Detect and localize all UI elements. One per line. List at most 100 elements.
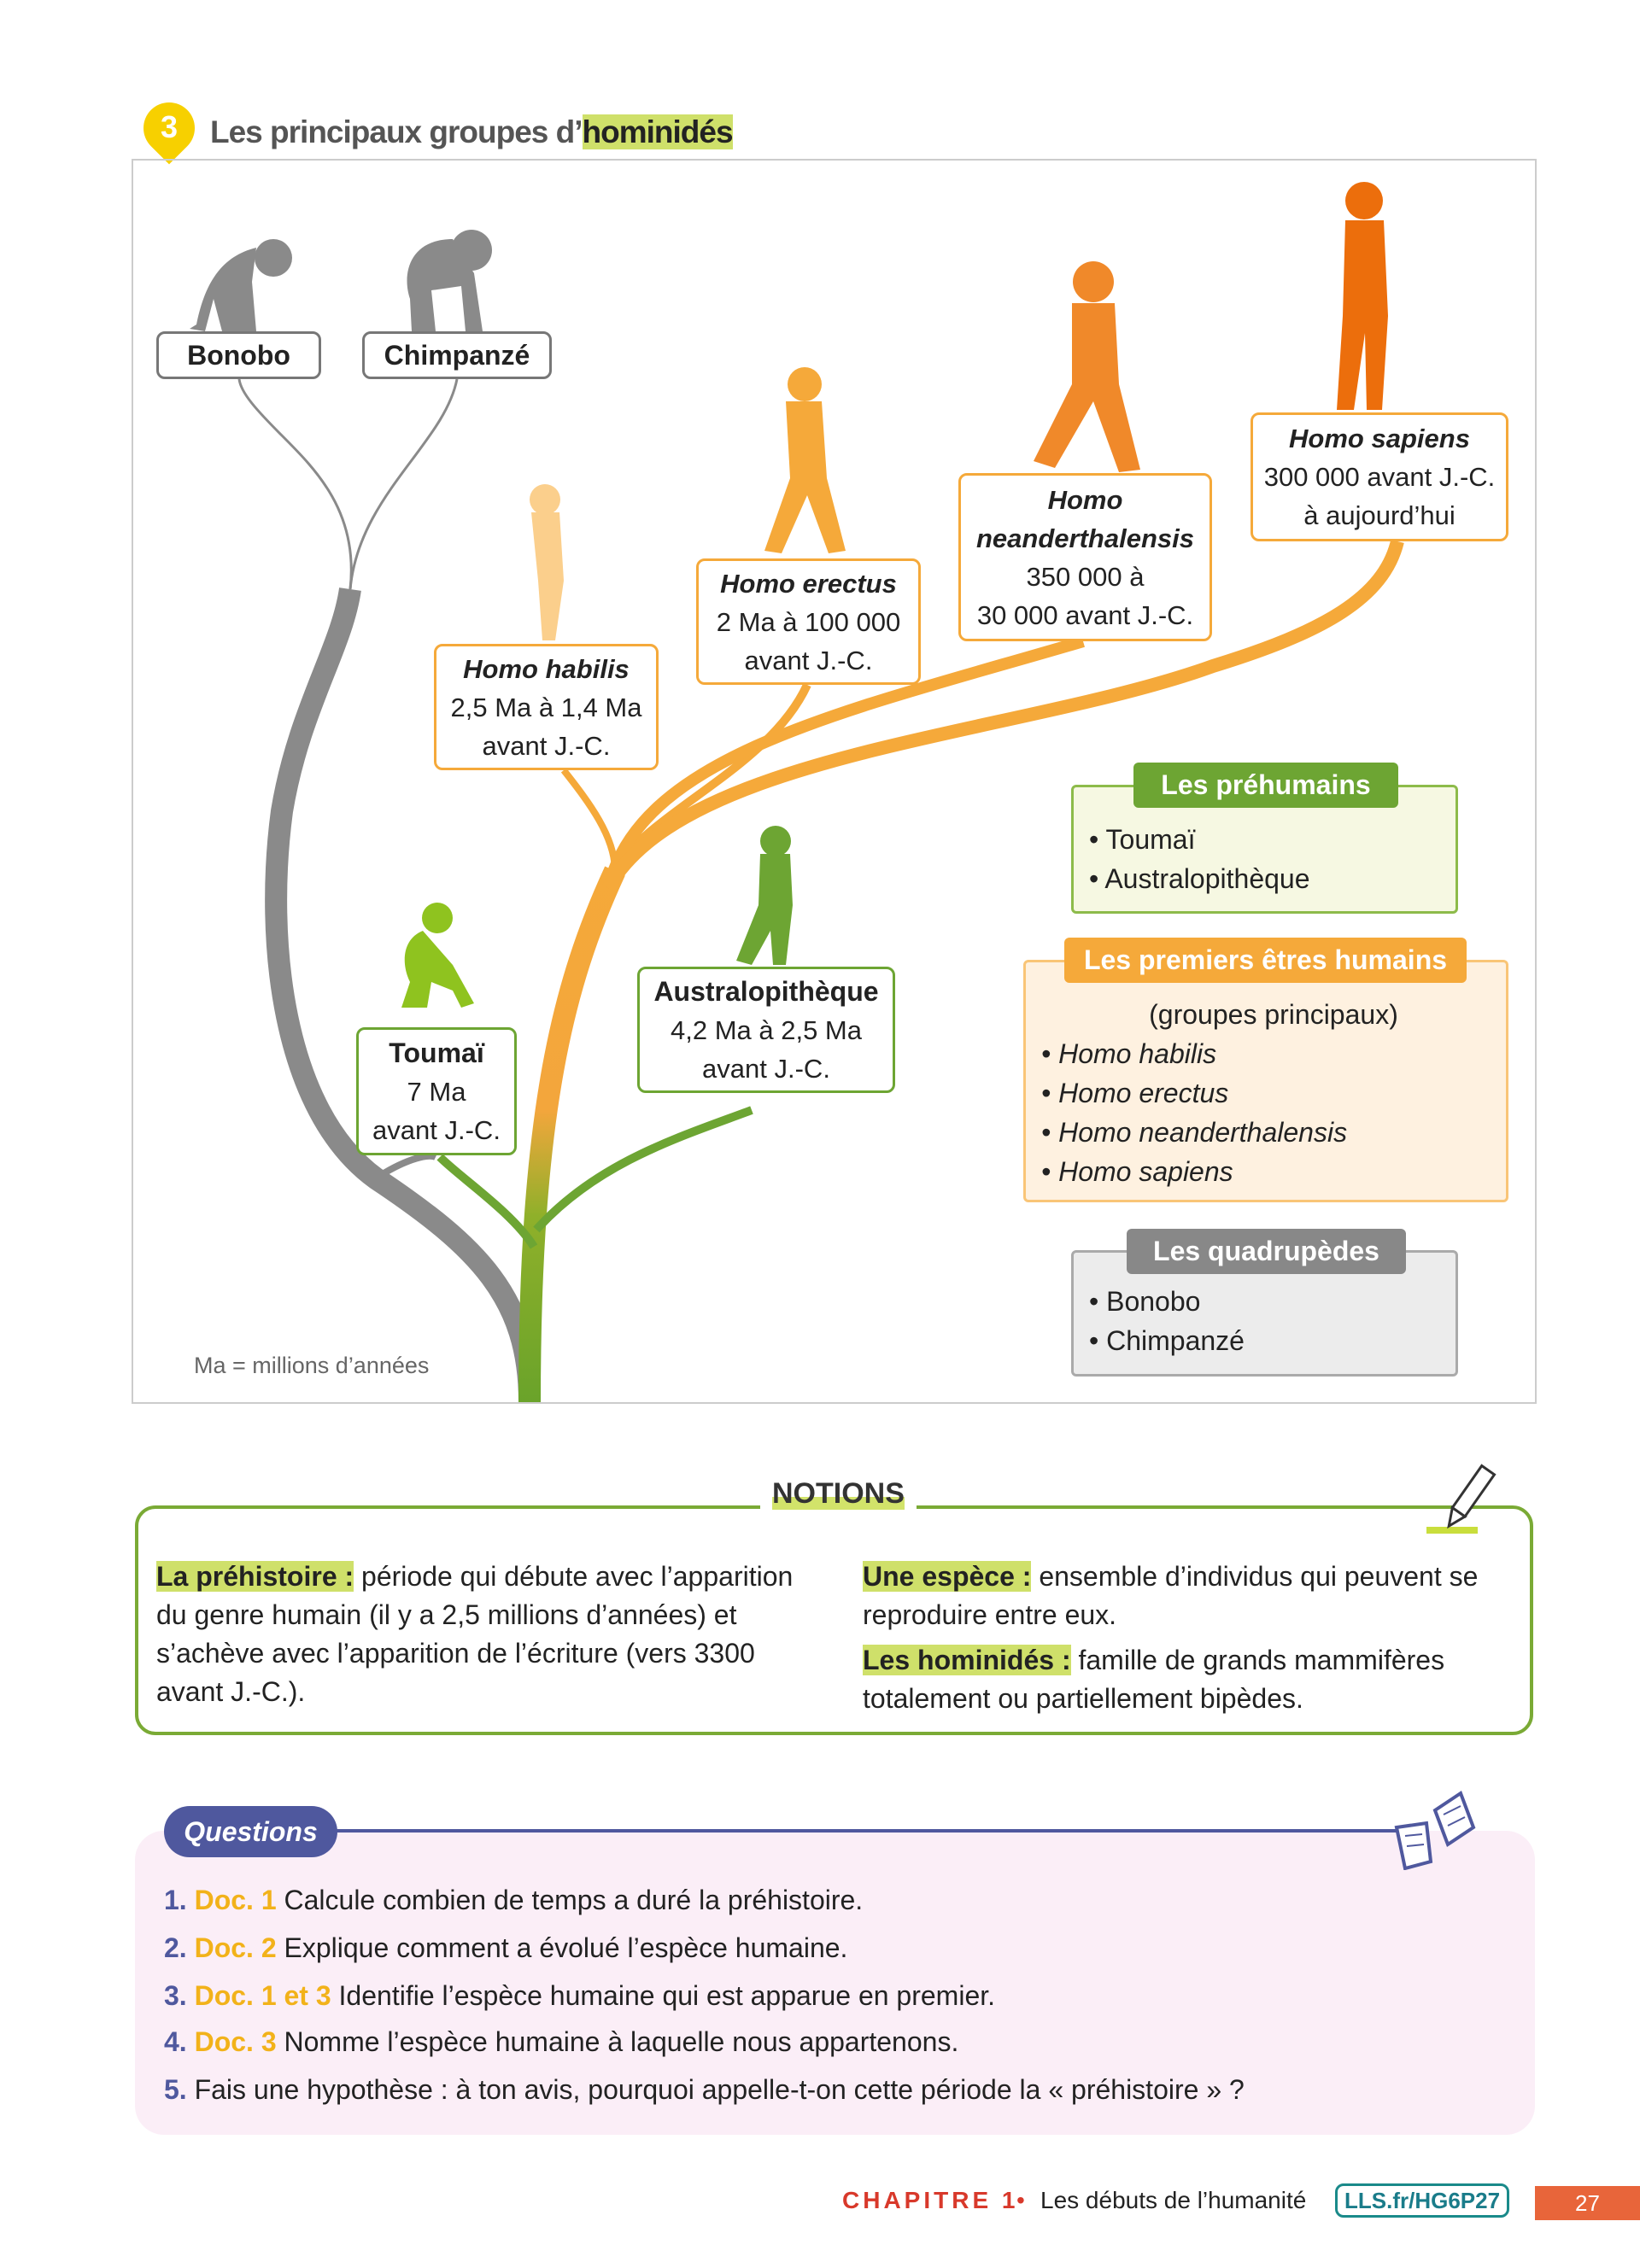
species-date: 30 000 avant J.-C. — [976, 599, 1194, 630]
species-name: Homo habilis — [463, 653, 630, 684]
footer-bullet: • — [1016, 2187, 1025, 2213]
question-text: Calcule combien de temps a duré la préhi… — [276, 1885, 864, 1915]
definition-text: période qui débute avec l’apparition du … — [156, 1561, 794, 1707]
phylogenetic-tree — [190, 182, 1404, 1403]
page-number: 27 — [1535, 2186, 1640, 2220]
erectus-silhouette-icon — [764, 367, 846, 553]
papers-icon — [1394, 1790, 1476, 1870]
legend-item: • Bonobo — [1089, 1286, 1201, 1317]
footer-chapter: CHAPITRE 1 — [842, 2187, 1019, 2213]
species-name: Homo sapiens — [1289, 424, 1470, 453]
bonobo-silhouette-icon — [190, 239, 292, 331]
legend-quadrupedes-title: Les quadrupèdes — [1127, 1229, 1406, 1274]
silhouettes — [190, 182, 1388, 1008]
definition-prehistoire: La préhistoire : période qui débute avec… — [156, 1558, 805, 1711]
legend-item: • Toumaï — [1089, 824, 1196, 855]
label-bonobo: Bonobo — [156, 331, 321, 379]
notions-title-text: NOTIONS — [772, 1477, 905, 1510]
legend-item: • Homo sapiens — [1041, 1156, 1233, 1187]
legend-item: • Homo habilis — [1041, 1038, 1217, 1069]
chimpanzee-silhouette-icon — [407, 230, 492, 331]
question-number: 4. — [164, 2026, 187, 2057]
species-date: avant J.-C. — [702, 1053, 830, 1084]
label-australopitheque: Australopithèque 4,2 Ma à 2,5 Ma avant J.-… — [637, 967, 895, 1093]
definition-hominides: Les hominidés : famille de grands mammif… — [863, 1641, 1512, 1718]
question-number: 2. — [164, 1932, 187, 1963]
tree-frame — [132, 159, 1537, 1404]
question-number: 5. — [164, 2074, 187, 2105]
species-date: avant J.-C. — [372, 1114, 501, 1145]
legend-item: • Homo erectus — [1041, 1078, 1229, 1108]
sapiens-silhouette-icon — [1337, 182, 1388, 410]
title-text: Les principaux groupes d’ — [210, 114, 583, 149]
footer-chapter-title: Les débuts de l’humanité — [1040, 2187, 1307, 2213]
question-number: 3. — [164, 1980, 187, 2011]
species-date: 2 Ma à 100 000 — [716, 606, 901, 637]
question-number: 1. — [164, 1885, 187, 1915]
australopithecus-silhouette-icon — [736, 826, 793, 965]
question-text: Explique comment a évolué l’espèce humai… — [276, 1932, 848, 1963]
questions-title: Questions — [164, 1806, 337, 1857]
legend-item: • Homo neanderthalensis — [1041, 1117, 1348, 1148]
legend-premiers-humains: (groupes principaux) • Homo habilis • Ho… — [1023, 960, 1508, 1202]
footer-link[interactable]: LLS.fr/HG6P27 — [1335, 2183, 1510, 2218]
doc-reference: Doc. 1 — [194, 1885, 277, 1915]
label-homo-habilis: Homo habilis 2,5 Ma à 1,4 Ma avant J.-C. — [434, 644, 659, 770]
question-4: 4. Doc. 3 Nomme l’espèce humaine à laque… — [164, 2026, 958, 2058]
chimpanze-name: Chimpanzé — [384, 339, 530, 371]
legend-prehumains-title: Les préhumains — [1133, 763, 1398, 808]
label-homo-sapiens: Homo sapiens 300 000 avant J.-C. à aujourd… — [1250, 412, 1508, 541]
definition-term: La préhistoire : — [156, 1561, 354, 1592]
label-homo-neanderthalensis: Homo neanderthalensis 350 000 à 30 000 avan… — [958, 473, 1212, 641]
species-name: Homo — [1047, 484, 1123, 515]
bonobo-name: Bonobo — [187, 339, 290, 371]
definition-text: ensemble d’individus qui peuvent se repr… — [863, 1561, 1479, 1630]
questions-box — [135, 1831, 1535, 2135]
doc-reference: Doc. 2 — [194, 1932, 277, 1963]
neanderthal-silhouette-icon — [1034, 261, 1140, 472]
species-date: avant J.-C. — [482, 730, 611, 761]
doc-title: Les principaux groupes d’hominidés — [210, 114, 734, 150]
species-name: neanderthalensis — [976, 523, 1194, 553]
question-2: 2. Doc. 2 Explique comment a évolué l’es… — [164, 1932, 847, 1964]
legend-premiers-humains-title: Les premiers êtres humains — [1064, 938, 1467, 983]
species-date: 7 Ma — [407, 1076, 466, 1107]
question-text: Identifie l’espèce humaine qui est appar… — [331, 1980, 996, 2011]
label-homo-erectus: Homo erectus 2 Ma à 100 000 avant J.-C. — [696, 558, 921, 685]
hominid-branches — [436, 539, 1404, 1403]
label-toumai: Toumaï 7 Ma avant J.-C. — [356, 1027, 517, 1155]
questions-rule — [325, 1829, 1418, 1833]
definition-term: Les hominidés : — [863, 1645, 1071, 1675]
definition-espece: Une espèce : ensemble d’individus qui pe… — [863, 1558, 1512, 1634]
question-text: Fais une hypothèse : à ton avis, pourquo… — [186, 2074, 1245, 2105]
question-text: Nomme l’espèce humaine à laquelle nous a… — [276, 2026, 959, 2057]
legend-item: • Australopithèque — [1089, 863, 1310, 894]
question-3: 3. Doc. 1 et 3 Identifie l’espèce humain… — [164, 1980, 995, 2012]
title-highlight: hominidés — [582, 114, 734, 149]
species-date: 350 000 à — [1026, 561, 1145, 592]
doc-reference: Doc. 1 et 3 — [194, 1980, 331, 2011]
question-1: 1. Doc. 1 Calcule combien de temps a dur… — [164, 1885, 863, 1916]
species-name: Australopithèque — [653, 975, 879, 1007]
abbreviation-note: Ma = millions d’années — [194, 1353, 430, 1378]
pencil-icon — [1426, 1464, 1496, 1534]
legend-subtitle: (groupes principaux) — [1149, 999, 1398, 1030]
species-date: 300 000 avant J.-C. — [1263, 462, 1496, 492]
doc-number: 3 — [160, 109, 179, 144]
species-date: 4,2 Ma à 2,5 Ma — [670, 1014, 862, 1045]
species-date: avant J.-C. — [744, 645, 873, 675]
label-chimpanze: Chimpanzé — [362, 331, 552, 379]
species-name: Homo erectus — [720, 568, 897, 599]
grey-branches — [237, 378, 541, 1403]
toumai-silhouette-icon — [401, 903, 474, 1008]
species-name: Toumaï — [389, 1037, 484, 1068]
notions-title: NOTIONS — [760, 1477, 917, 1511]
question-5: 5. Fais une hypothèse : à ton avis, pour… — [164, 2074, 1245, 2106]
habilis-silhouette-icon — [530, 484, 564, 640]
definition-term: Une espèce : — [863, 1561, 1032, 1592]
species-date: à aujourd’hui — [1303, 500, 1456, 530]
legend-item: • Chimpanzé — [1089, 1325, 1245, 1356]
definition-text: famille de grands mammifères totalement … — [863, 1645, 1445, 1714]
species-date: 2,5 Ma à 1,4 Ma — [450, 692, 642, 722]
